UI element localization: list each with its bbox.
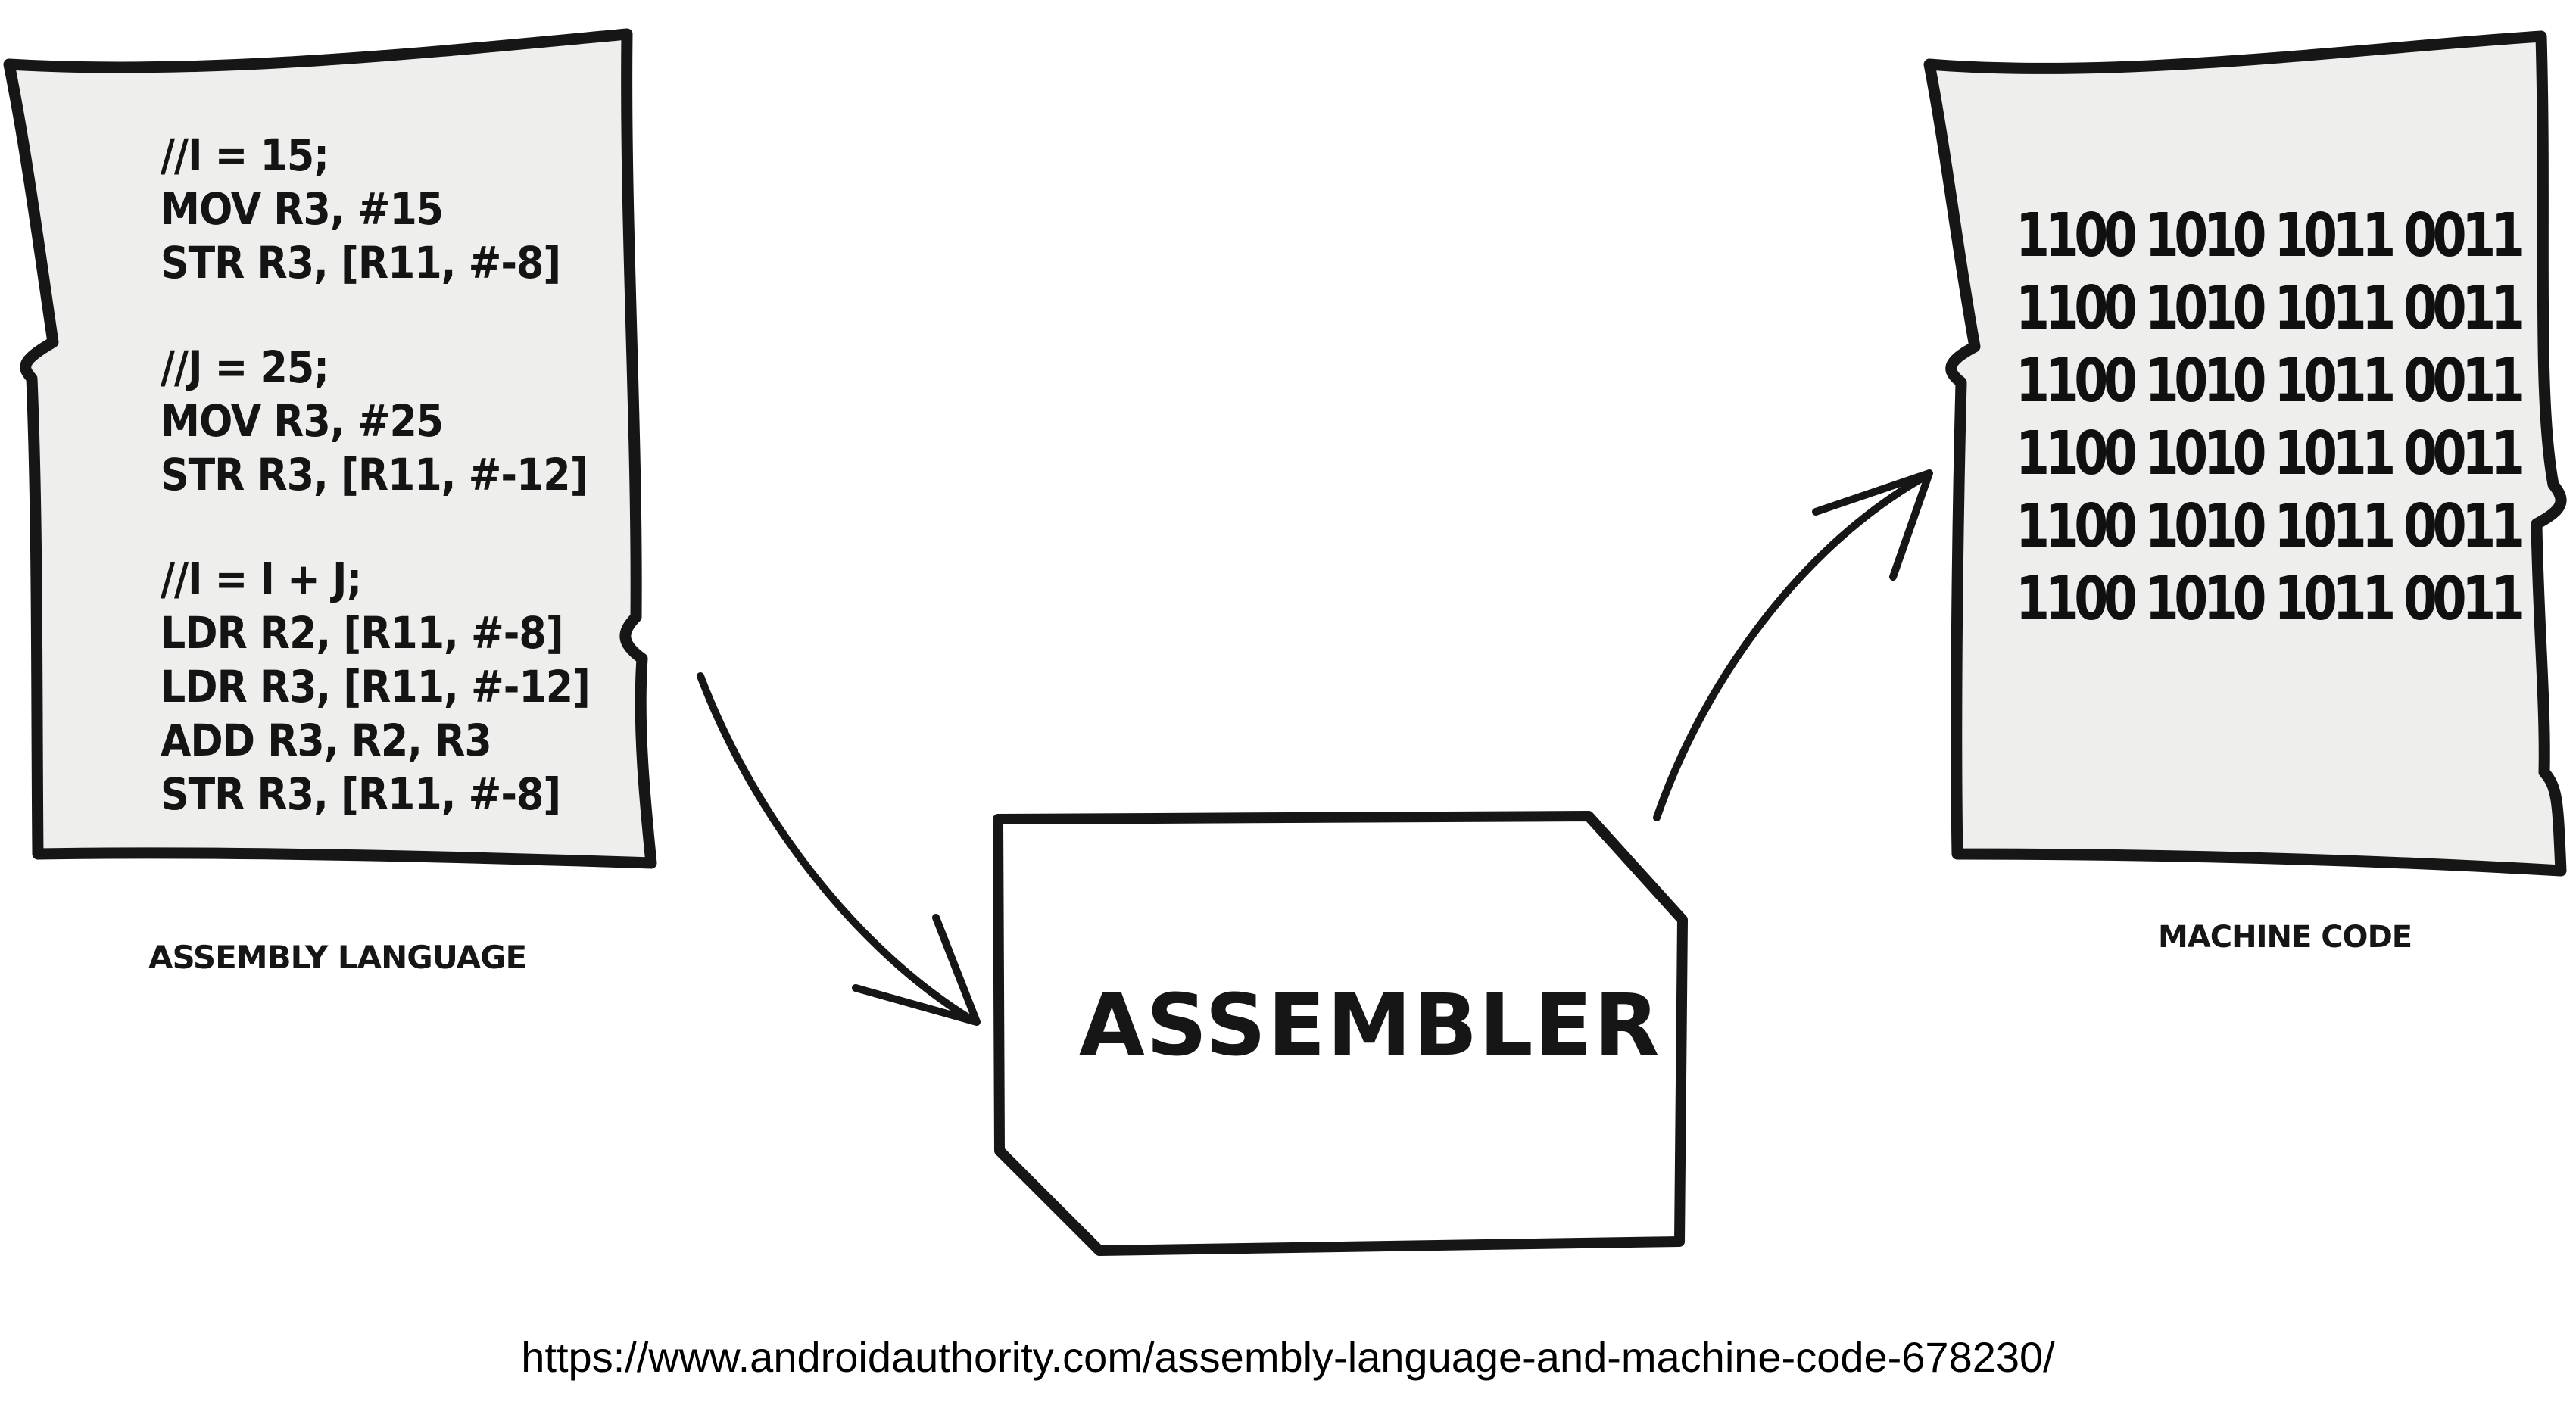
source-url[interactable]: https://www.androidauthority.com/assembl…: [521, 1333, 2055, 1381]
assembly-line: STR R3, [R11, #-8]: [161, 768, 561, 820]
machine-code-line: 1100 1010 1011 0011: [2016, 201, 2525, 270]
machine-code-line: 1100 1010 1011 0011: [2016, 346, 2525, 416]
machine-code-line: 1100 1010 1011 0011: [2016, 273, 2525, 343]
arrow-to-assembler-head: [852, 914, 981, 1026]
assembly-paper: [3, 28, 657, 869]
assembler-box: [993, 811, 1688, 1256]
machine-code-line: 1100 1010 1011 0011: [2016, 419, 2525, 488]
machine-code-line: 1100 1010 1011 0011: [2016, 564, 2525, 634]
assembly-line: MOV R3, #15: [161, 183, 444, 235]
machine-code-caption: MACHINE CODE: [2158, 920, 2412, 955]
assembly-line: STR R3, [R11, #-8]: [161, 237, 561, 288]
machine-code-line: 1100 1010 1011 0011: [2016, 491, 2525, 561]
assembly-line: ADD R3, R2, R3: [161, 715, 492, 766]
arrow-to-machine-code-head: [1812, 469, 1933, 581]
assembly-line: //I = I + J;: [161, 553, 362, 605]
machine-code-paper: [1923, 30, 2567, 877]
assembly-line: STR R3, [R11, #-12]: [161, 449, 588, 500]
assembly-line: LDR R3, [R11, #-12]: [161, 661, 591, 712]
assembly-line: LDR R2, [R11, #-8]: [161, 607, 564, 659]
arrow-to-machine-code-shaft: [1653, 472, 1931, 821]
arrow-to-assembler-shaft: [697, 672, 977, 1024]
assembly-line: MOV R3, #25: [161, 395, 444, 447]
assembly-line: //I = 15;: [161, 129, 329, 181]
assembly-line: //J = 25;: [161, 341, 329, 393]
assembly-language-caption: ASSEMBLY LANGUAGE: [148, 939, 527, 976]
assembler-label: ASSEMBLER: [1079, 977, 1661, 1075]
